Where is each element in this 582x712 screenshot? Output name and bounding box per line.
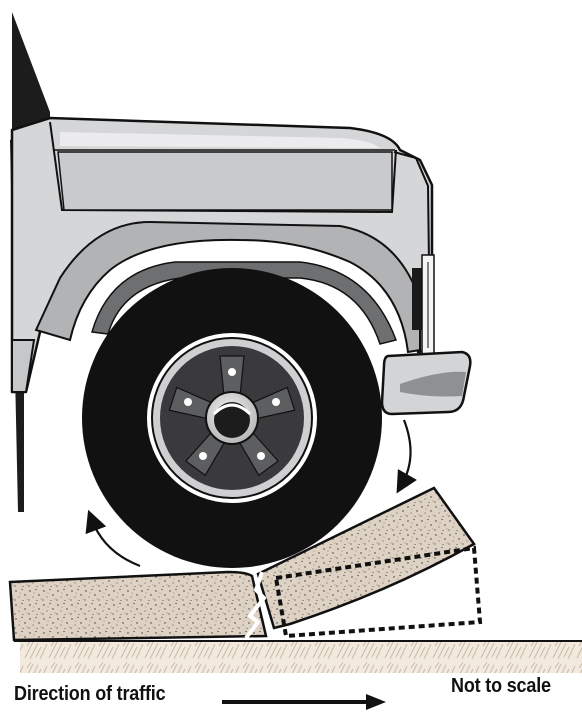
ground: [14, 641, 582, 673]
direction-arrow: [222, 694, 386, 710]
tire: [82, 268, 382, 568]
front-bumper: [382, 352, 470, 414]
direction-of-traffic-label: Direction of traffic: [14, 683, 165, 706]
rotation-arrow-front: [402, 420, 411, 484]
pavement-slab-left: [10, 572, 266, 640]
not-to-scale-label: Not to scale: [451, 675, 551, 698]
